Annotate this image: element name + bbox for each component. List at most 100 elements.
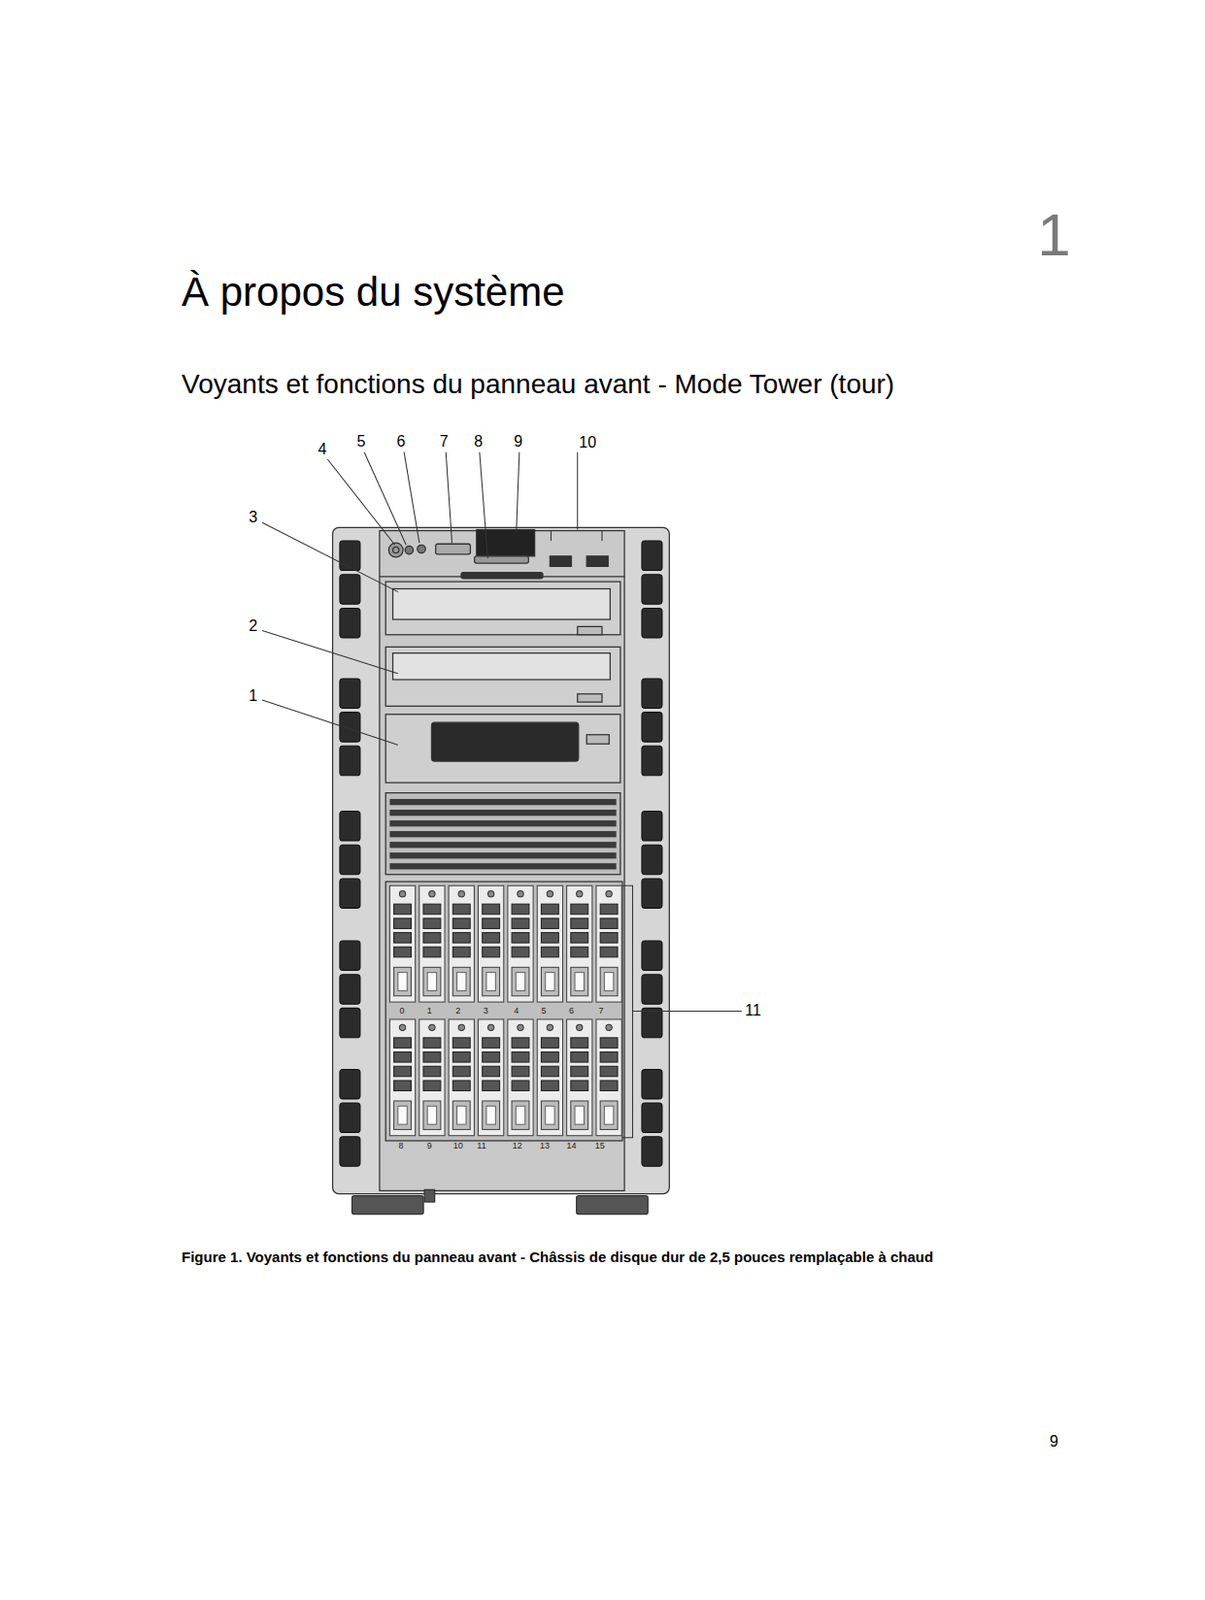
bay-number: 12: [511, 1141, 524, 1152]
bezel-handle: [461, 572, 543, 579]
carrier-slot: [482, 946, 501, 958]
usb-port: [549, 556, 571, 568]
vent-slot: [641, 1103, 663, 1133]
vent-slot: [339, 1069, 361, 1099]
drive-carrier: [507, 1019, 534, 1137]
drive-carrier: [389, 1019, 415, 1137]
bay-number: 1: [426, 1006, 434, 1017]
lcd-panel: [476, 530, 536, 557]
callout-number: 3: [248, 508, 258, 527]
drive-carrier: [596, 1019, 622, 1137]
carrier-frame: [389, 1019, 415, 1137]
carrier-slot: [452, 1066, 470, 1077]
grille-slat: [389, 863, 616, 870]
page-number: 9: [1049, 1433, 1059, 1451]
carrier-slot: [423, 1052, 441, 1064]
carrier-handle: [511, 1101, 530, 1130]
handle-window: [486, 972, 496, 992]
carrier-slot: [570, 1037, 589, 1049]
carrier-slot: [511, 1080, 530, 1092]
drive-led: [546, 891, 553, 898]
optical-drive: [385, 646, 621, 706]
carrier-slot: [423, 933, 441, 944]
vent-slot: [339, 678, 361, 708]
drive-led: [546, 1024, 553, 1031]
handle-window: [427, 1105, 436, 1125]
optical-drive: [385, 581, 621, 636]
carrier-slot: [600, 1052, 618, 1064]
carrier-slot: [540, 1037, 559, 1049]
carrier-slot: [600, 1066, 618, 1077]
callout-number: 9: [513, 433, 523, 451]
carrier-slot: [570, 1052, 589, 1064]
drive-tray: [393, 653, 611, 680]
carrier-handle: [570, 1101, 589, 1130]
vent-slot: [641, 574, 663, 604]
carrier-slot: [511, 1037, 530, 1049]
handle-window: [603, 972, 613, 992]
power-symbol: [393, 546, 400, 553]
handle-window: [427, 972, 436, 992]
carrier-slot: [452, 1052, 470, 1064]
vent-slot: [339, 1007, 361, 1038]
grille-slat: [389, 852, 616, 859]
vent-slot: [339, 940, 361, 971]
carrier-slot: [482, 903, 501, 915]
carrier-slot: [423, 1080, 441, 1092]
carrier-handle: [540, 1101, 559, 1130]
carrier-slot: [600, 918, 618, 930]
carrier-slot: [452, 1037, 470, 1049]
drive-carrier: [536, 1019, 563, 1137]
carrier-slot: [511, 946, 530, 958]
carrier-slot: [600, 933, 618, 944]
callout-number: 11: [744, 1003, 762, 1021]
carrier-frame: [478, 885, 504, 1003]
carrier-slot: [482, 1052, 501, 1064]
drive-carrier: [567, 885, 593, 1003]
carrier-slot: [394, 933, 412, 944]
carrier-slot: [423, 946, 441, 958]
carrier-frame: [419, 1019, 445, 1137]
carrier-handle: [394, 967, 412, 996]
vent-slot: [339, 844, 361, 874]
carrier-slot: [482, 1037, 501, 1049]
carrier-slot: [511, 903, 530, 915]
handle-window: [603, 1105, 613, 1125]
carrier-handle: [482, 1101, 501, 1130]
bay-number: 9: [426, 1141, 434, 1152]
carrier-frame: [478, 1019, 504, 1137]
carrier-slot: [394, 918, 412, 930]
carrier-slot: [423, 1037, 441, 1049]
figure-caption: Figure 1. Voyants et fonctions du pannea…: [181, 1249, 934, 1267]
vent-slot: [339, 540, 361, 570]
id-button: [417, 544, 426, 553]
tape-drive: [385, 714, 621, 783]
handle-window: [398, 972, 407, 992]
carrier-slot: [540, 1052, 559, 1064]
drive-carrier: [596, 885, 622, 1003]
callout-number: 7: [439, 433, 449, 451]
grille-slat: [389, 820, 616, 827]
carrier-slot: [600, 1037, 618, 1049]
carrier-frame: [567, 1019, 593, 1137]
leader-line: [262, 522, 399, 592]
carrier-frame: [507, 1019, 534, 1137]
vent-slot: [641, 712, 663, 742]
drive-led: [605, 1024, 612, 1031]
carrier-slot: [423, 1066, 441, 1077]
drive-led: [576, 1024, 583, 1031]
bracket: [550, 531, 603, 542]
leader-line: [364, 452, 406, 546]
drive-led: [429, 1024, 436, 1031]
carrier-frame: [419, 885, 445, 1003]
callout-number: 8: [473, 433, 483, 451]
handle-window: [574, 1105, 584, 1125]
carrier-handle: [452, 967, 470, 996]
vent-slot: [641, 1137, 663, 1167]
drive-carrier: [478, 885, 504, 1003]
handle-window: [545, 972, 555, 992]
lock-tab: [424, 1189, 436, 1203]
bay-number: 13: [538, 1141, 551, 1152]
leader-line: [327, 459, 395, 545]
carrier-frame: [536, 885, 563, 1003]
